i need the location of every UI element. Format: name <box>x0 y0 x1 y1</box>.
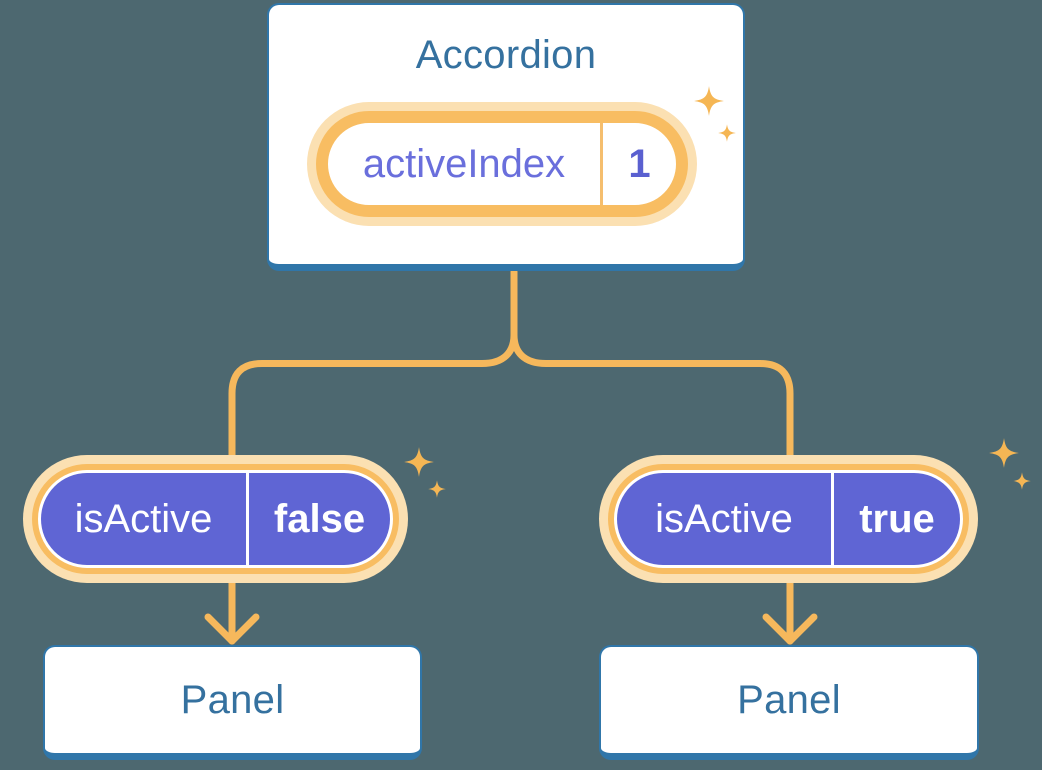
prop-name-label: isActive <box>74 496 213 541</box>
prop-pill-fill: isActive true <box>617 473 960 565</box>
connector-right-branch <box>510 268 794 645</box>
prop-name-label: isActive <box>655 496 793 541</box>
prop-value-label: false <box>273 496 366 541</box>
prop-pill-fill: isActive false <box>41 473 390 565</box>
prop-pill-isactive-false: isActive false <box>23 455 408 583</box>
pill-divider <box>600 123 603 205</box>
state-pill-body: activeIndex 1 <box>316 111 688 217</box>
panel-card-right: Panel <box>599 645 979 760</box>
pill-divider <box>831 473 834 565</box>
state-pill-activeindex: activeIndex 1 <box>307 102 697 226</box>
state-name-label: activeIndex <box>362 141 566 186</box>
pill-divider <box>246 473 249 565</box>
panel-title: Panel <box>180 677 285 722</box>
panel-card-left: Panel <box>43 645 422 760</box>
arrow-down-icon <box>204 613 260 645</box>
prop-pill-isactive-true: isActive true <box>599 455 978 583</box>
accordion-title: Accordion <box>415 33 597 77</box>
panel-title: Panel <box>737 677 841 722</box>
prop-pill-body: isActive true <box>608 464 969 574</box>
state-value-label: 1 <box>628 141 651 186</box>
prop-value-label: true <box>859 496 935 541</box>
prop-pill-body: isActive false <box>32 464 399 574</box>
arrow-down-icon <box>762 613 818 645</box>
